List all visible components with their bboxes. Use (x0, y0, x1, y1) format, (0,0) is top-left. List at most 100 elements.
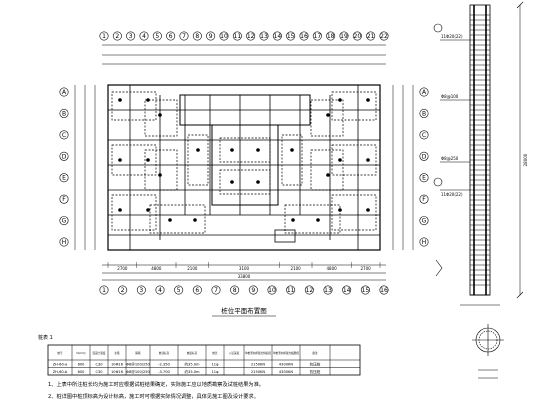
pile-table (47, 344, 361, 376)
bottom-total-dim: 33800 (238, 274, 251, 279)
grid-bubble-right-F: F (419, 194, 429, 204)
grid-bubble-bottom-8: 8 (230, 285, 240, 295)
table-cell: C30 (95, 370, 103, 374)
grid-bubble-top-7: 7 (179, 31, 189, 41)
grid-bubble-bottom-13: 13 (323, 285, 333, 295)
svg-text:A: A (62, 89, 67, 96)
svg-text:2: 2 (115, 33, 119, 40)
svg-text:1: 1 (102, 287, 106, 294)
table-cell: 约35.0m (184, 369, 200, 374)
grid-bubble-left-D: D (59, 151, 69, 161)
table-header-cell: 主筋 (114, 351, 120, 355)
pile-marker (146, 208, 150, 212)
grid-bubble-bottom-2: 2 (118, 285, 128, 295)
building-outline (107, 84, 381, 251)
grid-bubble-top-13: 13 (259, 31, 269, 41)
pile-marker (291, 218, 295, 222)
note-1: 1、上表中所注桩长均为施工时应根据试桩结果确定，实际施工应以地质勘察及试桩结果为… (48, 380, 264, 388)
dim-segment: 4800 (151, 266, 162, 271)
grid-bubble-top-2: 2 (112, 31, 122, 41)
pile-cross-section (472, 324, 504, 379)
section-label-3: Φ8@250 (441, 156, 459, 161)
svg-text:16: 16 (300, 33, 308, 40)
table-title: 桩表 1 (38, 334, 53, 341)
dim-segment: 4800 (327, 266, 338, 271)
pile-marker (158, 173, 162, 177)
pile-marker (168, 218, 172, 222)
dim-segment: 2100 (291, 266, 302, 271)
section-label-4: 11Φ20(22) (441, 192, 463, 197)
table-header-cell: 单桩竖向承载力特征值 (245, 351, 271, 355)
table-cell: 抗压桩 (310, 369, 321, 374)
table-cell: 11φ (212, 370, 220, 374)
svg-text:1: 1 (102, 33, 106, 40)
svg-text:D: D (422, 153, 427, 160)
grid-bubble-top-22: 22 (379, 31, 389, 41)
svg-text:11: 11 (234, 33, 242, 40)
pile-marker (256, 180, 260, 184)
svg-text:F: F (422, 196, 426, 203)
pile-marker (196, 148, 200, 152)
svg-text:3: 3 (139, 287, 143, 294)
grid-bubble-top-4: 4 (139, 31, 149, 41)
svg-text:13: 13 (324, 287, 332, 294)
pile-marker (366, 98, 370, 102)
table-cell: 600 (78, 363, 86, 367)
grid-bubble-bottom-1: 1 (99, 285, 109, 295)
grid-bubble-bottom-4: 4 (155, 285, 165, 295)
svg-text:12: 12 (247, 33, 255, 40)
table-header-cell: 单桩竖向承载力极限值 (273, 351, 299, 355)
pile-marker (146, 158, 150, 162)
table-cell: -3.700 (158, 370, 170, 374)
table-cell: ZH-60-a (53, 363, 68, 367)
grid-bubble-top-8: 8 (192, 31, 202, 41)
svg-text:C: C (422, 132, 426, 139)
table-cell: 4300KN (279, 363, 294, 367)
grid-bubble-bottom-10: 10 (267, 285, 277, 295)
svg-text:18: 18 (327, 33, 335, 40)
svg-text:9: 9 (251, 287, 255, 294)
table-header-cell: 备注 (312, 351, 318, 355)
dim-segment: 2100 (187, 266, 198, 271)
grid-bubble-top-10: 10 (219, 31, 229, 41)
svg-text:17: 17 (314, 33, 322, 40)
svg-text:E: E (422, 175, 426, 182)
grid-bubble-bottom-3: 3 (136, 285, 146, 295)
grid-bubble-top-1: 1 (99, 31, 109, 41)
pile-marker (146, 98, 150, 102)
grid-bubble-left-G: G (59, 216, 69, 226)
table-cell: -2.350 (158, 363, 170, 367)
grid-bubble-left-C: C (59, 130, 69, 140)
grid-bubble-right-E: E (419, 173, 429, 183)
pile-marker (338, 98, 342, 102)
pile-marker (290, 148, 294, 152)
svg-text:22: 22 (380, 33, 388, 40)
pile-layout-plan (74, 44, 414, 281)
svg-text:6: 6 (169, 33, 173, 40)
svg-text:11: 11 (287, 287, 295, 294)
plan-caption: 桩位平面布置图 (221, 306, 267, 315)
pile-marker (366, 208, 370, 212)
svg-text:6: 6 (195, 287, 199, 294)
pile-marker (230, 180, 234, 184)
grid-bubble-bottom-7: 7 (211, 285, 221, 295)
svg-text:7: 7 (182, 33, 186, 40)
grid-bubble-top-9: 9 (206, 31, 216, 41)
svg-text:D: D (62, 153, 67, 160)
svg-text:8: 8 (233, 287, 237, 294)
svg-text:10: 10 (220, 33, 228, 40)
table-header-cell: 入岩深度 (229, 351, 240, 355)
grid-bubble-bottom-11: 11 (286, 285, 296, 295)
grid-bubble-right-A: A (419, 87, 429, 97)
table-cell: 约35.0m (184, 362, 200, 367)
svg-text:14: 14 (274, 33, 282, 40)
svg-text:19: 19 (340, 33, 348, 40)
svg-text:5: 5 (155, 33, 159, 40)
svg-text:8: 8 (195, 33, 199, 40)
table-cell: 2150KN (251, 370, 266, 374)
grid-bubble-left-F: F (59, 194, 69, 204)
svg-text:15: 15 (287, 33, 295, 40)
